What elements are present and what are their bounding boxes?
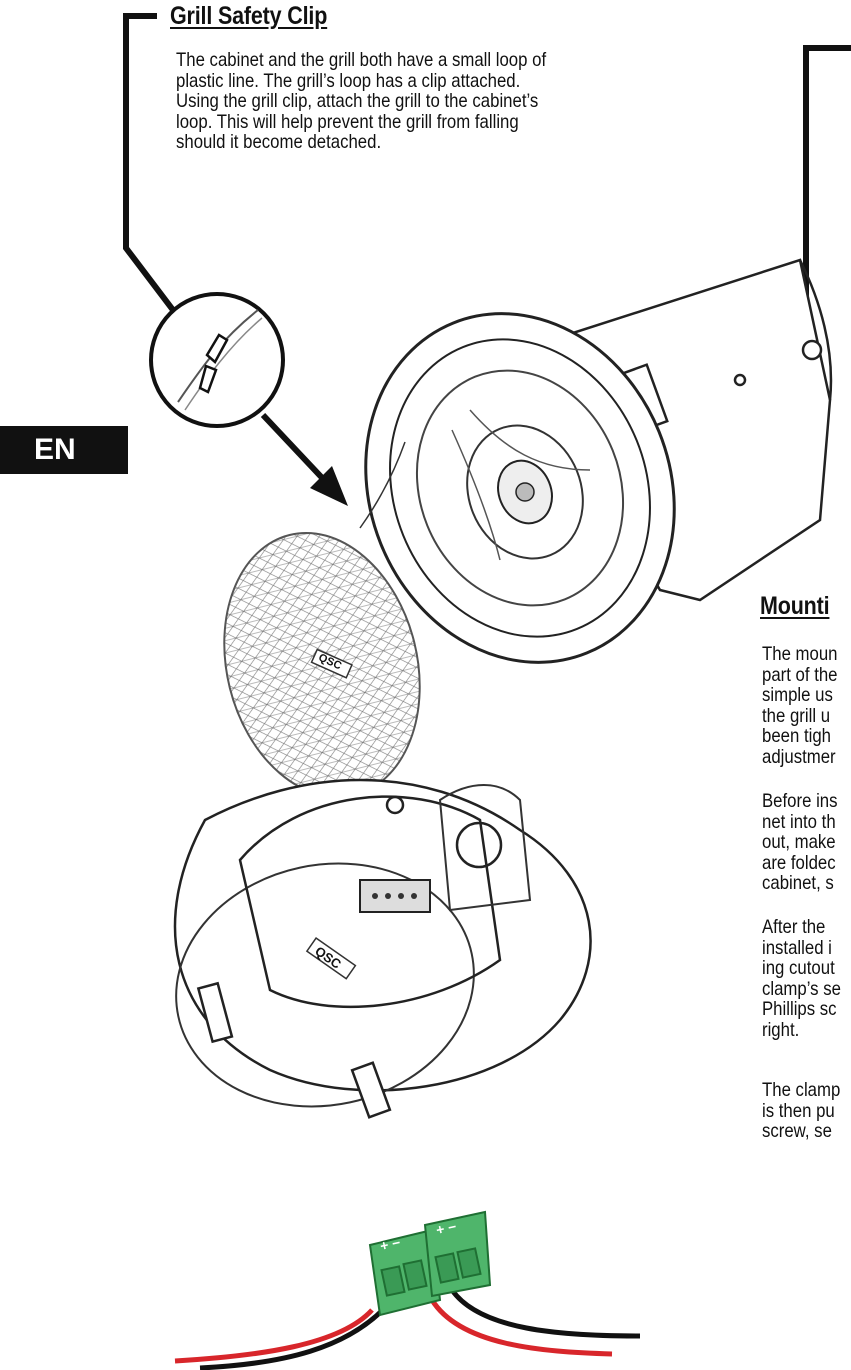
mounting-paragraph-1: The moun part of the simple us the grill… bbox=[762, 643, 838, 768]
mounting-paragraph-3: After the installed i ing cutout clamp’s… bbox=[762, 916, 841, 1041]
clip-arrow bbox=[260, 412, 329, 485]
speaker-rear-view bbox=[173, 778, 592, 1119]
grill-logo bbox=[310, 648, 353, 679]
grill-safety-clip-paragraph: The cabinet and the grill both have a sm… bbox=[176, 49, 547, 153]
grill-safety-clip-heading: Grill Safety Clip bbox=[170, 2, 328, 30]
language-badge: EN bbox=[0, 426, 128, 474]
terminal-connectors bbox=[368, 1210, 492, 1317]
mounting-paragraph-2: Before ins net into th out, make are fol… bbox=[762, 790, 838, 894]
mounting-paragraph-4: The clamp is then pu screw, se bbox=[762, 1079, 841, 1142]
right-callout-leader bbox=[803, 45, 851, 350]
mounting-heading: Mounti bbox=[760, 592, 830, 620]
speaker-wires bbox=[174, 1288, 641, 1370]
left-callout-leader bbox=[123, 13, 179, 316]
